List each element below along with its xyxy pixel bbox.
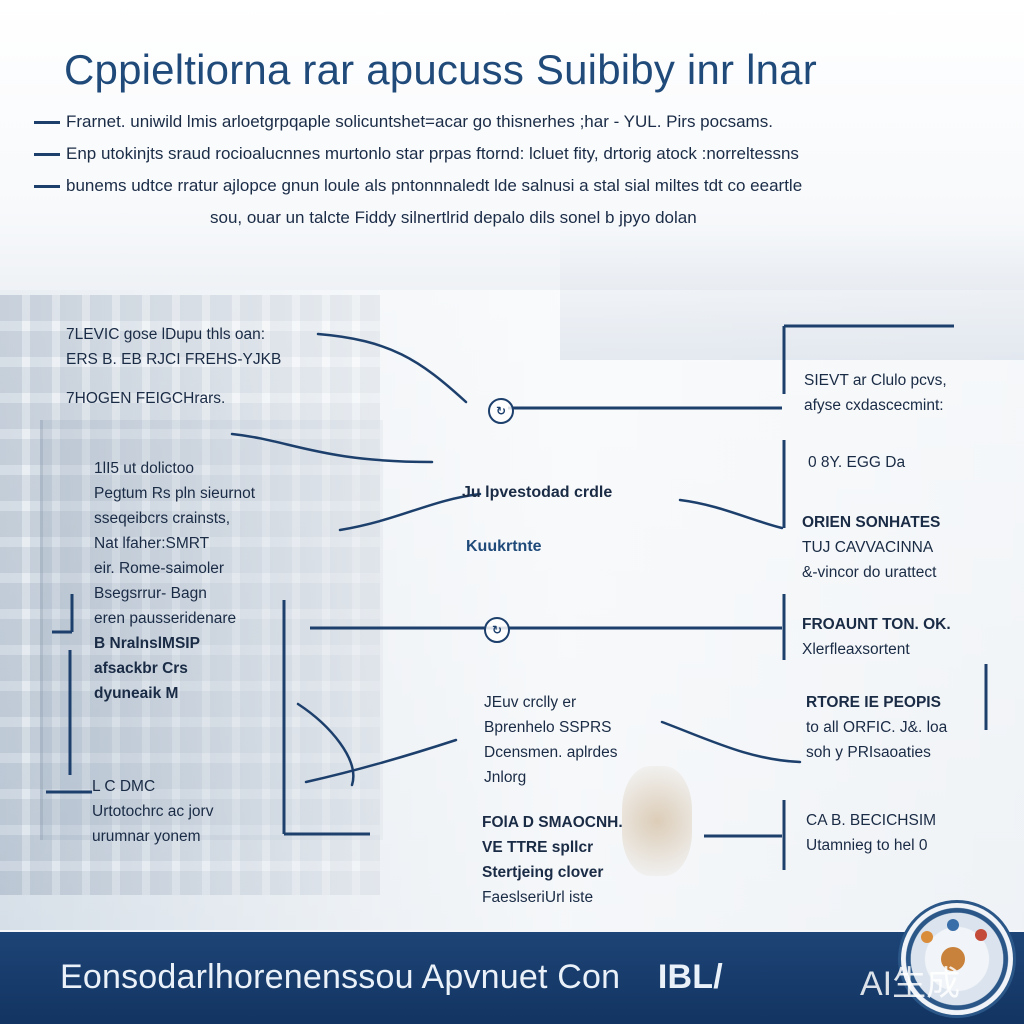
callout-line: CA B. BECICHSIM (806, 812, 937, 829)
center-callout-upper: JEuv crclly er Bprenhelo SSPRS Dcensmen.… (484, 690, 618, 790)
intro-bullet: bunems udtce rratur ajlopce gnun loule a… (34, 176, 802, 196)
connector-center-right (678, 498, 784, 530)
bullet-dash-icon (34, 153, 60, 157)
center-callout-lower: FOlA D SMAOCNH. VE TTRE spllcr Stertjein… (482, 810, 623, 910)
connector-bottom-mid (304, 738, 458, 784)
sky-haze (560, 230, 1024, 360)
callout-line: FOlA D SMAOCNH. (482, 814, 623, 831)
diagram-title: Cppieltiorna rar apucuss Suibiby inr lna… (64, 46, 817, 93)
callout-line: eren pausseridenare (94, 610, 237, 627)
intro-bullet-text: bunems udtce rratur ajlopce gnun loule a… (66, 176, 803, 195)
callout-line: JEuv crclly er (484, 694, 577, 711)
callout-line: RTORE IE PEOPIS (806, 694, 941, 711)
callout-line: Dcensmen. aplrdes (484, 744, 618, 761)
right-callout-6: CA B. BECICHSIM Utamnieg to hel 0 (806, 808, 936, 858)
callout-line: 7LEVIC gose lDupu thls oan: (66, 326, 266, 343)
bullet-dash-icon (34, 121, 60, 125)
intro-bullet: Enp utokinjts sraud rocioalucnnes murton… (34, 144, 799, 164)
callout-line: Jnlorg (484, 769, 527, 786)
connector-center-left (338, 492, 482, 532)
callout-line: Bsegsrrur- Bagn (94, 585, 207, 602)
callout-line: &-vincor do urattect (802, 564, 937, 581)
badge-dot (921, 931, 933, 943)
callout-line: soh y PRIsaoaties (806, 744, 931, 761)
right-callout-4: FROAUNT TON. OK. Xlerfleaxsortent (802, 612, 951, 662)
callout-line: B NralnslMSIP (94, 635, 200, 652)
callout-line: urumnar yonem (92, 828, 201, 845)
callout-line: TUJ CAVVACINNA (802, 539, 934, 556)
callout-line: ORIEN SONHATES (802, 514, 941, 531)
center-node-label: Ju lpvestodad crdle (462, 484, 613, 501)
bullet-dash-icon (34, 185, 60, 189)
callout-line: Bprenhelo SSPRS (484, 719, 612, 736)
left-callout-middle: 1lI5 ut dolictoo Pegtum Rs pln sieurnot … (94, 456, 255, 706)
callout-line: Utamnieg to hel 0 (806, 837, 928, 854)
callout-line: 0 8Y. EGG Da (808, 454, 906, 471)
badge-dot (947, 919, 959, 931)
intro-continuation: sou, ouar un talcte Fiddy silnertlrid de… (210, 208, 697, 227)
callout-line: afsackbr Crs (94, 660, 188, 677)
callout-line: Nat lfaher:SMRT (94, 535, 210, 552)
badge-center (941, 947, 965, 971)
left-callout-bottom: L C DMC Urtotochrc ac jorv urumnar yonem (92, 774, 213, 849)
center-node-sublabel: Kuukrtnte (466, 538, 542, 555)
callout-line: afyse cxdascecmint: (804, 397, 944, 414)
callout-line: eir. Rome-saimoler (94, 560, 225, 577)
callout-line: SIEVT ar Clulo pcvs, (804, 372, 947, 389)
callout-line: FROAUNT TON. OK. (802, 616, 951, 633)
decorative-blur (622, 766, 692, 876)
photo-veil (0, 290, 1024, 930)
intro-bullet-text: Enp utokinjts sraud rocioalucnnes murton… (66, 144, 799, 163)
connector-bottom-left (296, 702, 355, 787)
intro-bullet: Frarnet. uniwild lmis arloetgrpqaple sol… (34, 112, 773, 132)
intro-bullet-text: Frarnet. uniwild lmis arloetgrpqaple sol… (66, 112, 773, 131)
callout-line: 7HOGEN FEIGCHrars. (66, 390, 226, 407)
callout-line: 1lI5 ut dolictoo (94, 460, 194, 477)
ai-watermark: AI生成 (860, 965, 961, 1003)
seal-badge-icon (898, 900, 1016, 1018)
right-callout-2: 0 8Y. EGG Da (808, 450, 905, 475)
left-callout-top: 7LEVIC gose lDupu thls oan: ERS B. EB RJ… (66, 322, 281, 411)
footer-caption: Eonsodarlhorenenssou Apvnuet Con (60, 958, 621, 996)
callout-line: ERS B. EB RJCI FREHS-YJKB (66, 351, 282, 368)
callout-line: VE TTRE spllcr (482, 839, 594, 856)
callout-line: Urtotochrc ac jorv (92, 803, 214, 820)
right-callout-5: RTORE IE PEOPIS to all ORFIC. J&. loa so… (806, 690, 947, 765)
right-callout-3: ORIEN SONHATES TUJ CAVVACINNA &-vincor d… (802, 510, 940, 585)
node-marker-icon: ↻ (484, 617, 510, 643)
callout-line: L C DMC (92, 778, 156, 795)
footer-mark: IBL/ (657, 958, 723, 996)
node-marker-icon: ↻ (488, 398, 514, 424)
callout-line: sseqeibcrs crainsts, (94, 510, 231, 527)
connector-left-mid (230, 432, 434, 464)
callout-line: Xlerfleaxsortent (802, 641, 910, 658)
callout-line: Stertjeing clover (482, 864, 604, 881)
badge-dot (975, 929, 987, 941)
callout-line: Pegtum Rs pln sieurnot (94, 485, 256, 502)
right-callout-1: SIEVT ar Clulo pcvs, afyse cxdascecmint: (804, 368, 947, 418)
connector-left-top (316, 332, 468, 404)
footer-text: Eonsodarlhorenenssou Apvnuet Con IBL/ (60, 958, 723, 997)
connector-bottom-right (660, 720, 802, 764)
callout-line: FaeslseriUrl iste (482, 889, 594, 906)
footer-band (0, 932, 1024, 1024)
callout-line: dyuneaik M (94, 685, 179, 702)
callout-line: to all ORFIC. J&. loa (806, 719, 948, 736)
